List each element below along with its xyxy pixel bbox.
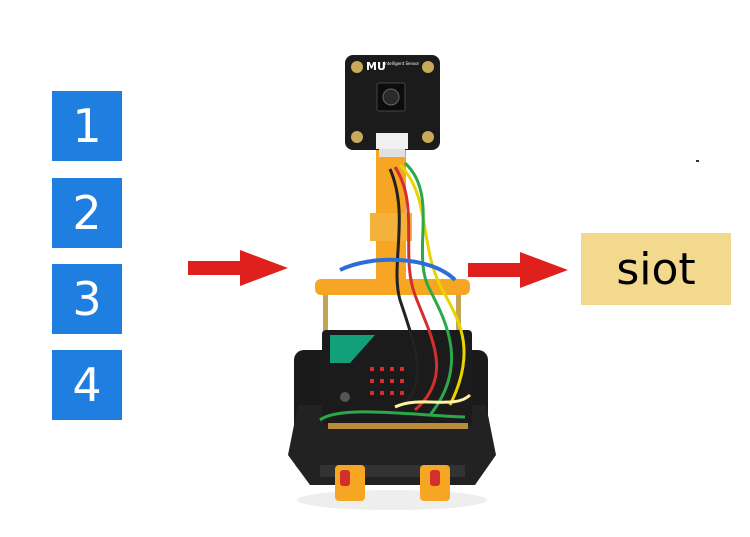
number-label: 3 xyxy=(72,272,102,326)
robot-car-image: MU Intelligent Sensor xyxy=(288,55,496,510)
sensor-text: Intelligent Sensor xyxy=(384,61,420,66)
speck xyxy=(696,160,699,162)
arrow-right-icon xyxy=(188,250,288,286)
number-label: 4 xyxy=(72,358,102,412)
number-box-3: 3 xyxy=(52,264,122,334)
number-label: 2 xyxy=(72,186,102,240)
siot-label: siot xyxy=(616,243,696,295)
number-box-1: 1 xyxy=(52,91,122,161)
siot-target-box: siot xyxy=(581,233,731,305)
arrow-right-icon xyxy=(468,252,568,288)
number-box-4: 4 xyxy=(52,350,122,420)
number-box-2: 2 xyxy=(52,178,122,248)
sensor-brand: MU xyxy=(366,60,386,73)
number-label: 1 xyxy=(72,99,102,153)
